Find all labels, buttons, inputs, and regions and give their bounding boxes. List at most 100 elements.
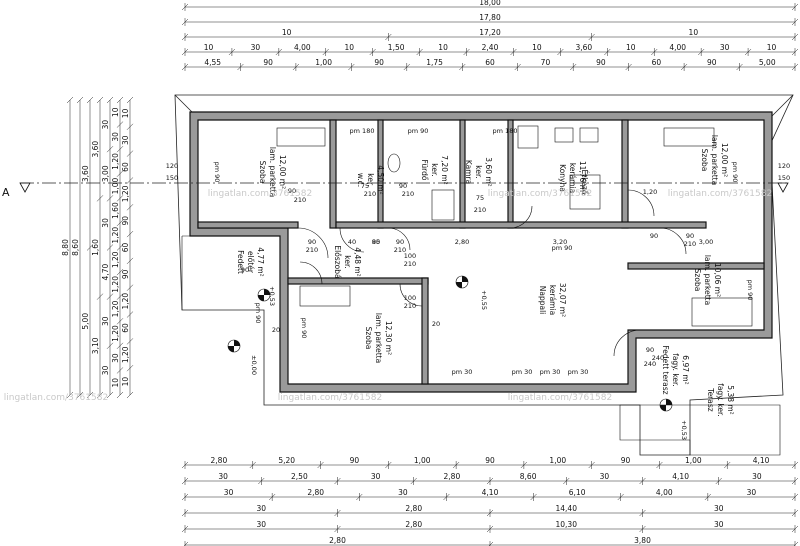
section-mark: A [2,186,10,199]
dimension-label: 10 [111,107,120,117]
room-name: Szoba [693,269,702,292]
dimension-label: 10 [282,28,292,37]
door-size-label: 90 [288,187,296,195]
level-label: +0,53 [268,286,276,306]
dimension-label: 1,20 [111,153,120,170]
dimension-label: 60 [121,243,130,253]
dimension-label: 2,80 [329,536,346,545]
dimension-label: 1,20 [121,293,130,310]
dimension-label: 1,20 [111,251,120,268]
dimension-label: 30 [224,488,234,497]
dimension-label: 30 [371,472,381,481]
dimension-label: 1,00 [414,456,431,465]
dimension-label: 4,10 [672,472,689,481]
door-size-label: 75 [361,182,369,190]
dimension-label: 10 [767,43,777,52]
dimension-label: 4,10 [482,488,499,497]
misc-label: 150 [778,174,790,182]
dimension-label: 2,80 [211,456,228,465]
dimension-label: 90 [621,456,631,465]
door-size-label: 210 [364,190,376,198]
dimension-label: 17,20 [479,28,501,37]
dimension-label: 30 [101,365,110,375]
dimension-label: 1,75 [426,58,443,67]
door-size-label: 210 [404,260,416,268]
room-name: Kamra [464,160,473,184]
door-size-label: 210 [404,302,416,310]
dimension-label: 30 [714,520,724,529]
dimension-label: 70 [541,58,551,67]
room-floor: ker. [343,255,352,268]
dimension-label: 30 [111,132,120,142]
door-size-label: 210 [394,246,406,254]
dimension-label: 4,00 [656,488,673,497]
dimension-label: 90 [374,58,384,67]
misc-label: 3,00 [699,238,713,246]
door-size-label: 210 [474,206,486,214]
door-size-label: 210 [294,196,306,204]
misc-label: 20 [272,326,280,334]
misc-label: 1,20 [643,188,657,196]
room-area: 5,38 m² [726,385,735,414]
dimension-label: 30 [121,135,130,145]
dimension-label: 30 [218,472,228,481]
room-area: 3,60 m² [484,157,493,186]
dimension-label: 4,00 [669,43,686,52]
misc-label: 2,80 [455,238,469,246]
dimension-label: 1,00 [685,456,702,465]
dimension-label: 90 [596,58,606,67]
dimension-label: 60 [485,58,495,67]
room-name: Fürdő [420,160,429,181]
dimension-label: 3,60 [81,165,90,182]
dimension-label: 1,00 [111,177,120,194]
dimension-label: 10 [111,378,120,388]
room-floor: kerámia [548,285,557,315]
opening-label: pm 90 [213,162,221,183]
dimension-label: 14,40 [556,504,578,513]
door-size-label: 240 [652,354,664,362]
dimension-label: 30 [714,504,724,513]
room-floor: ker. [474,165,483,178]
dimension-label: 1,20 [121,185,130,202]
room-name: Fedett [236,250,245,274]
dimension-label: 30 [600,472,610,481]
dimension-label: 2,50 [291,472,308,481]
dimension-label: 30 [752,472,762,481]
dimension-label: 60 [121,162,130,172]
dimension-label: 8,80 [61,239,70,256]
dimension-label: 30 [101,316,110,326]
dimension-label: 1,20 [111,276,120,293]
room-area: 4,77 m² [256,247,265,276]
dimension-label: 1,20 [111,300,120,317]
dimension-label: 30 [720,43,730,52]
dimension-label: 30 [747,488,757,497]
dimension-label: 1,60 [91,239,100,256]
dimension-label: 4,00 [294,43,311,52]
room-name: w.c. [356,173,365,187]
dimension-label: 10,30 [556,520,578,529]
dimension-label: 10 [689,28,699,37]
door-swings [297,189,687,357]
dimension-label: 3,80 [634,536,651,545]
room-name: Konyha [558,164,567,192]
level-label: ±0,00 [250,355,258,375]
opening-label: pm 180 [350,127,375,135]
dimension-label: 2,80 [444,472,461,481]
room-floor: lam. parketta [710,135,719,185]
misc-label: 120 [166,162,178,170]
dimension-label: 18,00 [479,0,501,7]
door-size-label: 90 [686,232,694,240]
dimension-label: 1,60 [111,202,120,219]
door-size-label: 210 [306,246,318,254]
level-label: +0,55 [480,290,488,310]
dimension-label: 8,60 [71,239,80,256]
